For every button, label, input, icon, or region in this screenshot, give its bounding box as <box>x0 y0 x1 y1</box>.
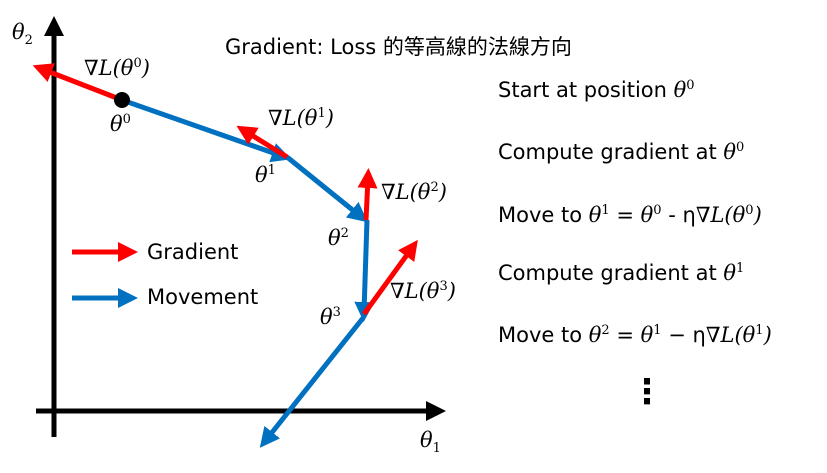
gradient-label-3: ∇L(θ3) <box>390 279 456 303</box>
step-4: Compute gradient at θ1 <box>498 261 745 285</box>
movement-arrow-3 <box>259 316 365 448</box>
movement-arrow-0 <box>121 97 292 163</box>
movement-arrow-1 <box>285 155 368 223</box>
point-label-2: θ2 <box>328 226 349 250</box>
gradient-label-2: ∇L(θ2) <box>381 180 447 204</box>
point-label-3: θ3 <box>320 305 341 329</box>
gradient-arrow-2 <box>357 168 378 221</box>
step-1: Start at position θ0 <box>498 78 695 102</box>
gradient-label-0: ∇L(θ0) <box>84 56 150 80</box>
step-2: Compute gradient at θ0 <box>498 140 745 164</box>
continuation-ellipsis: ⋮ <box>630 372 664 412</box>
legend-gradient-label: Gradient <box>147 240 239 264</box>
diagram-title: Gradient: Loss 的等高線的法線方向 <box>225 35 572 59</box>
gradient-label-1: ∇L(θ1) <box>268 106 334 130</box>
step-5: Move to θ2 = θ1 − η∇L(θ1) <box>498 323 772 347</box>
y-axis-label: θ2 <box>12 20 33 49</box>
start-point <box>114 92 130 108</box>
x-axis-label: θ1 <box>420 428 441 457</box>
movement-arrow-2 <box>354 219 375 322</box>
gradient-arrow-0 <box>32 63 123 103</box>
point-label-1: θ1 <box>255 163 276 187</box>
legend-movement-label: Movement <box>147 285 259 309</box>
point-label-0: θ0 <box>110 112 131 136</box>
gradient-arrow-3 <box>361 239 418 316</box>
gradient-arrow-1 <box>236 125 289 160</box>
step-3: Move to θ1 = θ0 - η∇L(θ0) <box>498 203 762 227</box>
